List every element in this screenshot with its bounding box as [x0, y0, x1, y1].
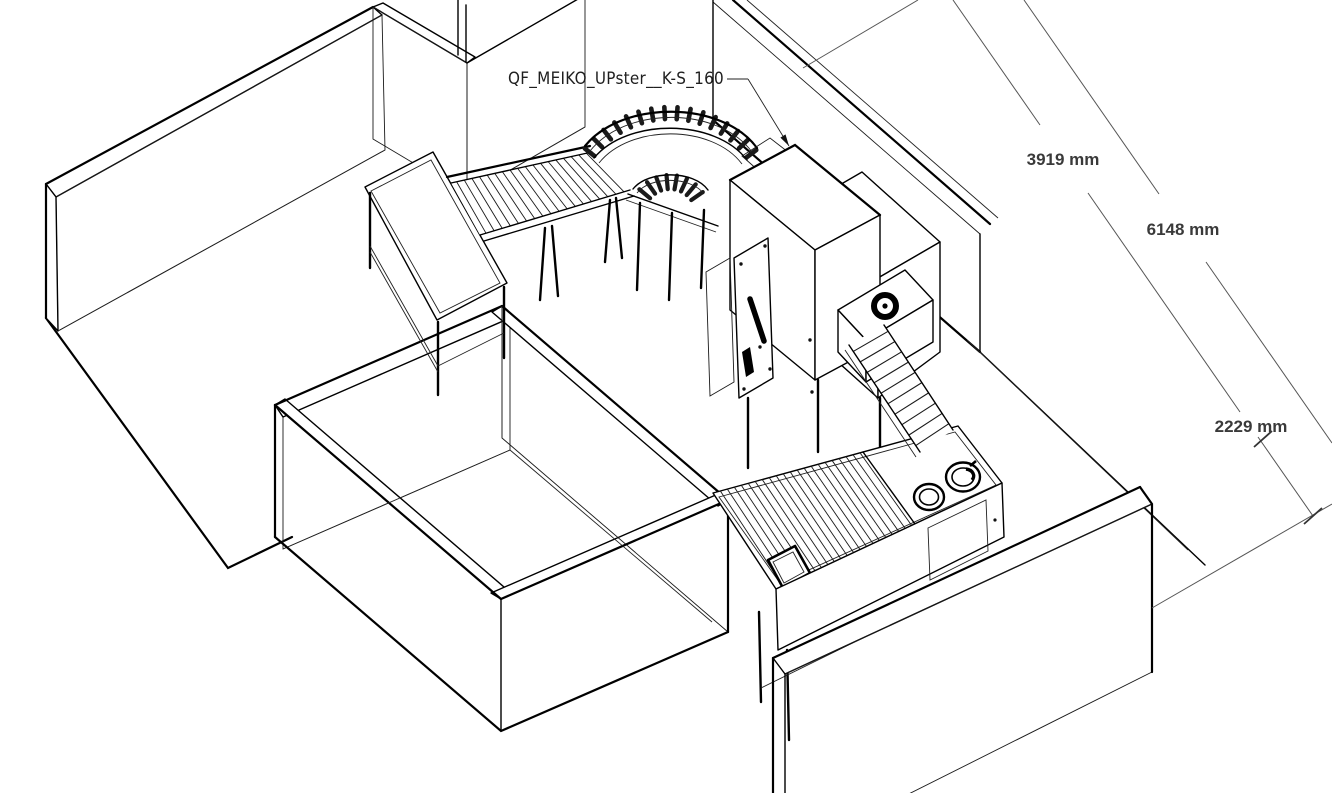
curve-conveyor[interactable] [582, 104, 789, 302]
generated-stroke [524, 166, 560, 212]
generated-stroke [803, 467, 861, 550]
generated-stroke [570, 156, 609, 197]
generated-stroke [563, 157, 600, 200]
generated-stroke [852, 330, 889, 352]
round-sink-large [944, 460, 982, 493]
generated-stroke [817, 464, 874, 544]
generated-stroke [873, 361, 909, 384]
generated-stroke [582, 146, 597, 159]
generated-stroke [901, 402, 936, 426]
generated-stroke [718, 121, 730, 136]
generated-stroke [456, 181, 487, 234]
low-wall [771, 485, 1154, 793]
generated-stroke [859, 341, 896, 363]
generated-stroke [894, 392, 929, 415]
generated-stroke [540, 163, 576, 207]
dimension-3919-label[interactable]: 3919 mm [1027, 150, 1100, 169]
generated-stroke [471, 178, 503, 229]
generated-stroke [782, 473, 842, 559]
generated-stroke [744, 147, 759, 160]
generated-stroke [754, 481, 816, 571]
inner-room [273, 304, 730, 733]
generated-stroke [678, 176, 690, 194]
generated-stroke [831, 460, 887, 538]
exit-conveyor-rungs [852, 330, 950, 447]
infeed-roller-conveyor[interactable] [445, 144, 635, 302]
generated-stroke [824, 462, 880, 541]
leader-arrowhead [780, 134, 789, 146]
generated-stroke [644, 180, 658, 196]
generated-stroke [736, 137, 750, 151]
generated-stroke [789, 471, 848, 556]
generated-stroke [796, 469, 855, 553]
infeed-rollers [456, 152, 625, 234]
generated-stroke [859, 452, 912, 526]
generated-stroke [866, 351, 902, 373]
generated-stroke [697, 109, 706, 126]
generated-stroke [517, 168, 552, 214]
generated-stroke [601, 127, 614, 142]
generated-stroke [654, 175, 664, 193]
curve-inner-pegs [637, 173, 705, 203]
floor-edge [44, 316, 294, 570]
outer-wall-back [372, 0, 586, 196]
generated-stroke [463, 179, 495, 231]
generated-stroke [502, 171, 536, 219]
generated-stroke [689, 189, 705, 203]
generated-stroke [880, 371, 916, 394]
generated-stroke [852, 454, 906, 529]
control-panel-display [742, 347, 754, 377]
generated-stroke [532, 164, 568, 210]
generated-stroke [637, 187, 653, 201]
generated-stroke [915, 423, 950, 447]
door-handle [747, 296, 767, 344]
generated-stroke [672, 173, 680, 192]
sink-counter[interactable] [712, 425, 1005, 742]
generated-stroke [887, 382, 923, 405]
outer-wall-left [44, 5, 386, 332]
dimension-2229-label[interactable]: 2229 mm [1215, 417, 1288, 436]
exit-conveyor[interactable] [844, 324, 954, 458]
dimensions: 3919 mm 6148 mm 2229 mm [802, 0, 1332, 609]
generated-stroke [810, 465, 867, 547]
round-sink-small [912, 482, 946, 512]
generated-stroke [838, 458, 893, 535]
generated-stroke [586, 152, 625, 193]
generated-stroke [636, 109, 645, 126]
generated-stroke [845, 456, 900, 532]
exhaust-fan-unit [871, 292, 899, 320]
generated-stroke [494, 173, 527, 222]
generated-stroke [761, 479, 822, 568]
generated-stroke [555, 159, 592, 202]
generated-stroke [547, 161, 584, 205]
generated-stroke [479, 176, 511, 227]
generated-stroke [486, 174, 519, 224]
generated-stroke [728, 128, 741, 143]
generated-stroke [664, 173, 670, 192]
model-label-text[interactable]: QF_MEIKO_UPster__K-S_160 [508, 69, 724, 89]
generated-stroke [578, 154, 617, 195]
generated-stroke [768, 477, 829, 565]
leader-line [727, 78, 790, 147]
generated-stroke [775, 475, 835, 562]
generated-stroke [509, 169, 544, 217]
prep-table[interactable] [364, 151, 508, 397]
model-label[interactable]: QF_MEIKO_UPster__K-S_160 [508, 69, 790, 147]
generated-stroke [908, 412, 943, 436]
dimension-6148-label[interactable]: 6148 mm [1147, 220, 1220, 239]
